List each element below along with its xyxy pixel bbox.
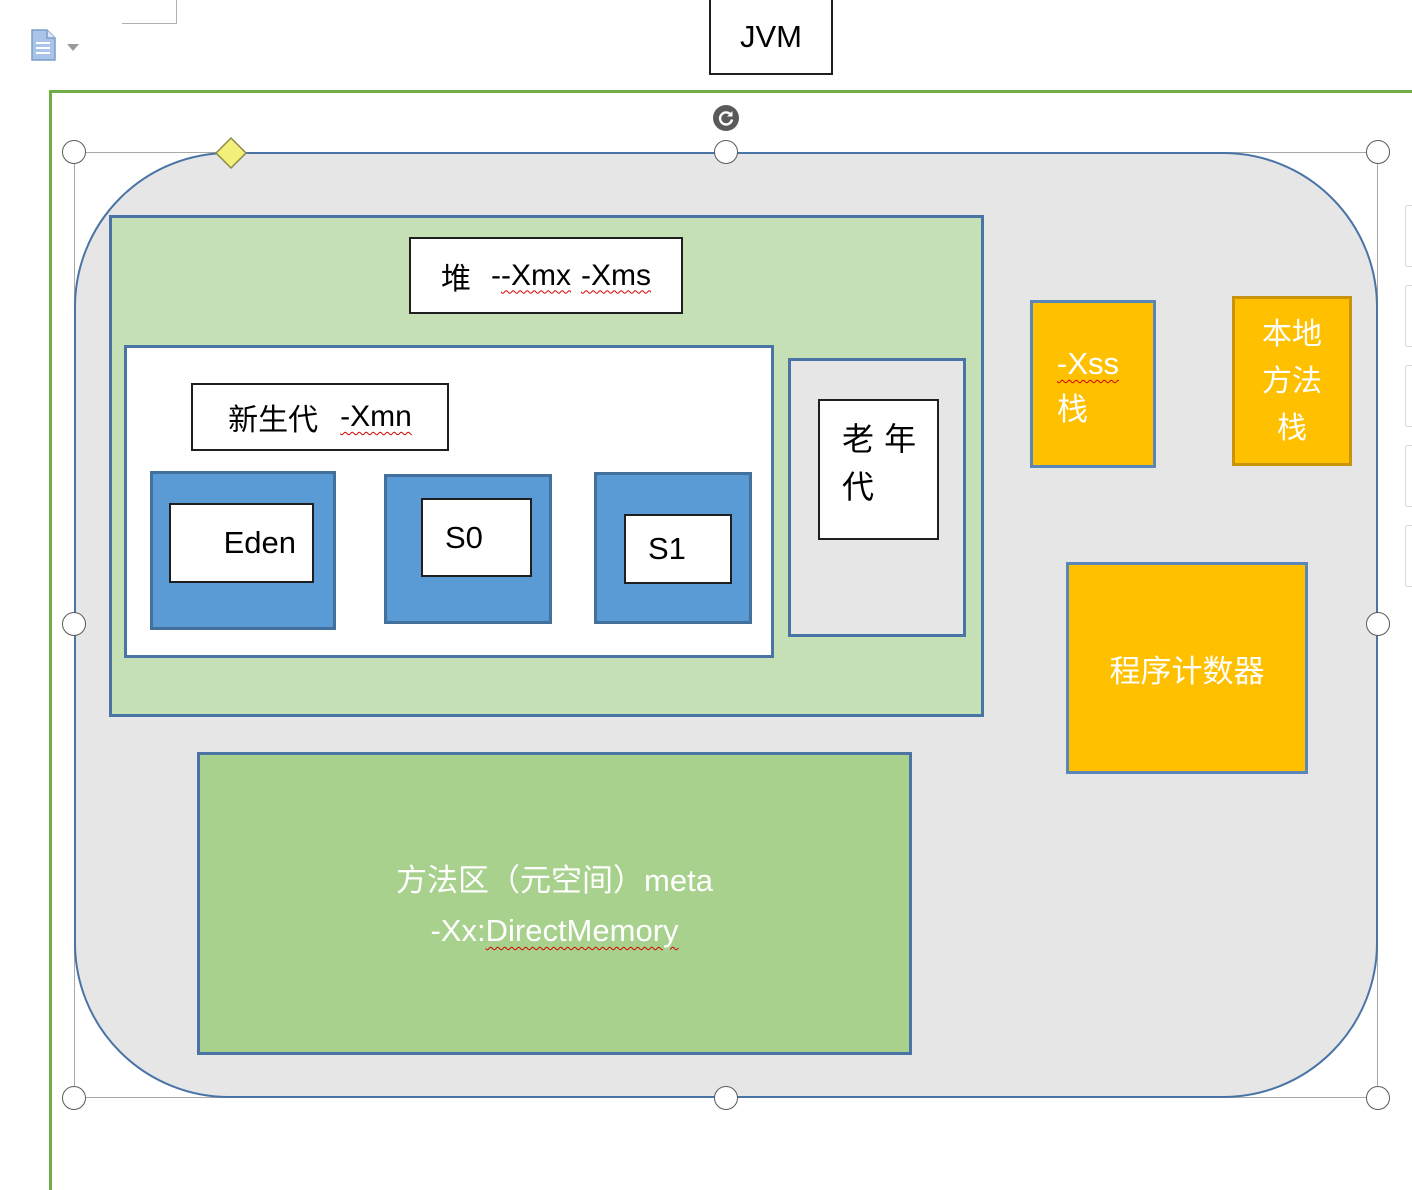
jvm-title: JVM	[740, 18, 802, 54]
heap-flag-xmx: -Xmx	[501, 258, 571, 292]
corner-mark	[122, 0, 177, 24]
resize-handle-right[interactable]	[1366, 612, 1390, 636]
s0-label-box[interactable]: S0	[421, 498, 532, 577]
native-stack-line-1: 本地	[1262, 317, 1322, 352]
method-area-flag-rest: DirectMemory	[485, 913, 679, 948]
pc-register-label: 程序计数器	[1109, 653, 1265, 690]
side-tab[interactable]	[1405, 205, 1412, 267]
side-tab[interactable]	[1405, 525, 1412, 587]
jvm-title-box[interactable]: JVM	[709, 0, 833, 75]
young-gen-label-cn: 新生代	[228, 403, 319, 438]
s0-label: S0	[445, 519, 483, 555]
heap-flag-xms: -Xms	[581, 258, 651, 292]
native-stack-area[interactable]: 本地 方法 栈	[1232, 296, 1352, 466]
s1-label: S1	[648, 531, 686, 566]
method-area[interactable]: 方法区（元空间）meta -Xx:DirectMemory	[197, 752, 912, 1055]
heap-label-box[interactable]: 堆 --Xmx -Xms	[409, 237, 683, 314]
stack-area[interactable]: -Xss 栈	[1030, 300, 1156, 468]
resize-handle-top[interactable]	[714, 140, 738, 164]
resize-handle-bottom-left[interactable]	[62, 1086, 86, 1110]
document-icon[interactable]	[30, 28, 58, 62]
dropdown-arrow-icon[interactable]	[67, 39, 79, 51]
method-area-label-cn: 方法区（元空间）	[396, 863, 645, 899]
young-gen-flag: -Xmn	[340, 400, 412, 433]
young-gen-label-box[interactable]: 新生代 -Xmn	[191, 383, 449, 451]
method-area-label-en: meta	[644, 863, 713, 898]
eden-label-box[interactable]: Eden	[169, 503, 314, 583]
resize-handle-bottom[interactable]	[714, 1086, 738, 1110]
s1-label-box[interactable]: S1	[624, 514, 732, 584]
resize-handle-bottom-right[interactable]	[1366, 1086, 1390, 1110]
stack-label: 栈	[1057, 392, 1088, 428]
rotate-handle-icon[interactable]	[712, 104, 740, 132]
side-tab[interactable]	[1405, 365, 1412, 427]
native-stack-line-2: 方法	[1262, 364, 1322, 399]
side-tab[interactable]	[1405, 445, 1412, 507]
heap-label-cn: 堆	[441, 261, 471, 297]
side-tab[interactable]	[1405, 285, 1412, 347]
old-gen-label: 老 年 代	[842, 420, 917, 506]
stack-flag: -Xss	[1057, 346, 1119, 381]
resize-handle-left[interactable]	[62, 612, 86, 636]
resize-handle-top-left[interactable]	[62, 140, 86, 164]
adjust-handle-icon[interactable]	[214, 136, 248, 170]
pc-register-area[interactable]: 程序计数器	[1066, 562, 1308, 774]
native-stack-line-3: 栈	[1277, 411, 1307, 446]
method-area-flag-prefix: -Xx:	[430, 913, 486, 948]
eden-label: Eden	[223, 525, 296, 560]
old-gen-label-box[interactable]: 老 年 代	[818, 399, 939, 540]
resize-handle-top-right[interactable]	[1366, 140, 1390, 164]
page-frame	[49, 90, 1412, 1190]
